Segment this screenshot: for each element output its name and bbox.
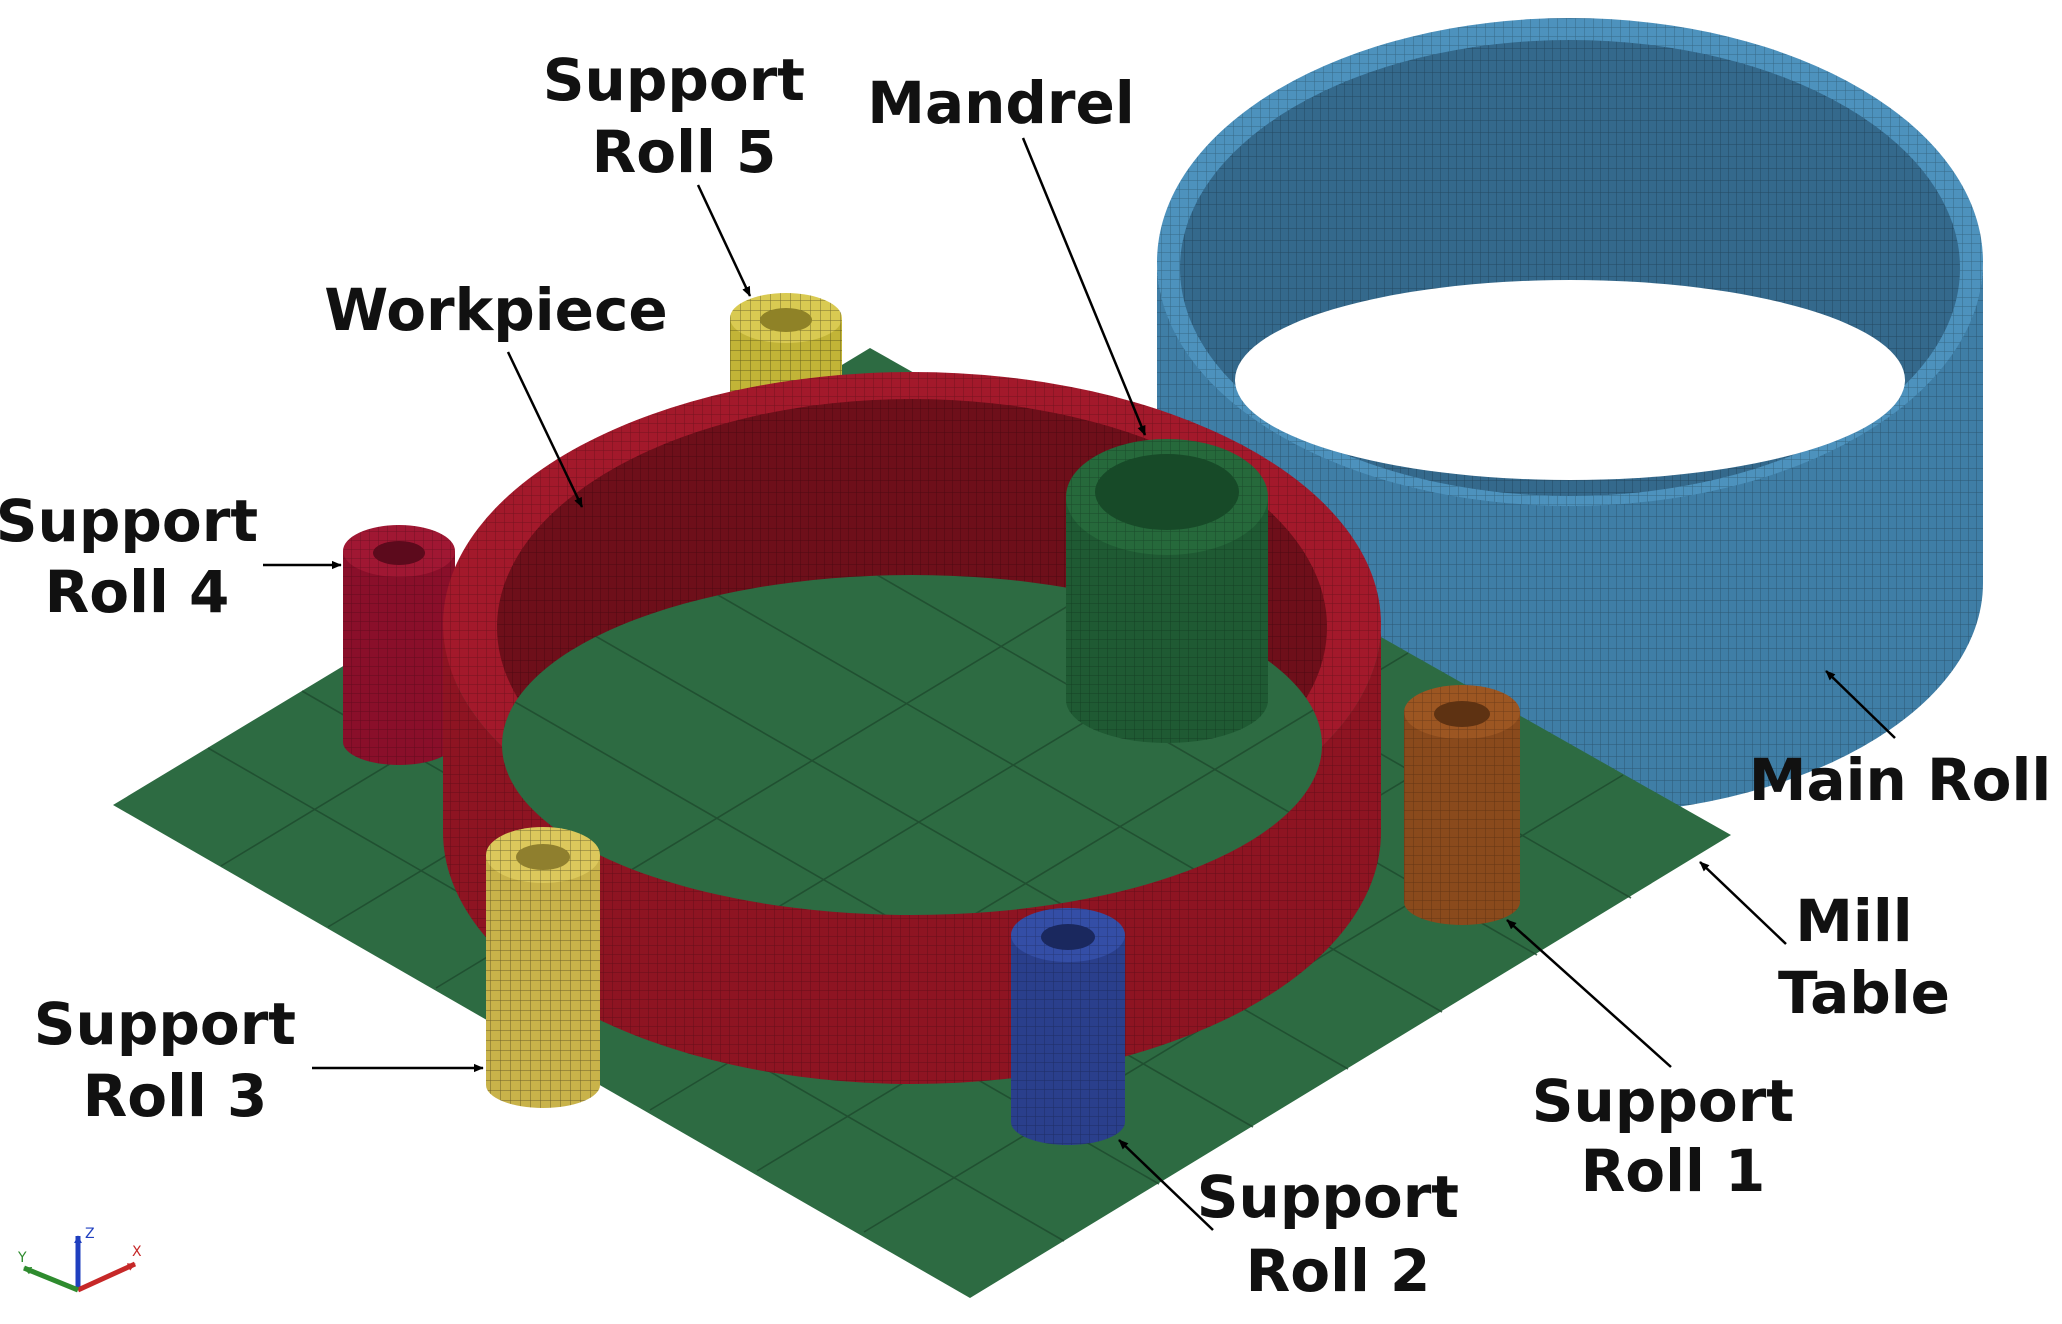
arrow-support-roll-5: [696, 184, 752, 297]
label-line: Roll 1: [1581, 1137, 1766, 1205]
z-axis-label: Z: [85, 1226, 95, 1242]
axis-triad: Z X Y: [17, 1226, 142, 1293]
label-support-roll-5: Support Roll 5: [543, 46, 825, 186]
label-mandrel: Mandrel: [867, 69, 1135, 137]
label-support-roll-4: Support Roll 4: [0, 487, 278, 626]
label-support-roll-3: Support Roll 3: [34, 990, 316, 1130]
label-line: Support: [1532, 1067, 1794, 1135]
label-line: Support: [34, 990, 296, 1058]
support-roll-1: [1404, 685, 1520, 925]
label-line: Roll 4: [45, 558, 230, 626]
label-workpiece: Workpiece: [324, 276, 667, 344]
arrow-workpiece: [506, 351, 584, 508]
label-mill-table: Mill Table: [1778, 887, 1950, 1027]
arrow-mill-table: [1699, 861, 1787, 945]
label-line: Mill: [1795, 887, 1912, 955]
support-roll-3: [486, 827, 600, 1108]
label-line: Support: [1197, 1163, 1459, 1231]
label-line: Support: [0, 487, 258, 555]
main-roll-opening: [1235, 280, 1905, 480]
label-support-roll-2: Support Roll 2: [1197, 1163, 1479, 1305]
label-line: Table: [1778, 959, 1950, 1027]
main-roll: [1157, 18, 1983, 815]
label-line: Roll 5: [592, 118, 777, 186]
support-roll-2: [1011, 908, 1125, 1145]
support-roll-4: [343, 525, 455, 765]
x-axis-label: X: [132, 1244, 142, 1260]
label-support-roll-1: Support Roll 1: [1532, 1067, 1814, 1205]
label-line: Roll 2: [1246, 1237, 1431, 1305]
label-line: Support: [543, 46, 805, 114]
label-line: Roll 3: [83, 1062, 268, 1130]
x-axis-icon: [76, 1261, 137, 1293]
label-main-roll: Main Roll: [1749, 746, 2052, 814]
arrow-main-roll: [1825, 670, 1896, 739]
mandrel: [1066, 439, 1268, 743]
y-axis-icon: [23, 1265, 79, 1293]
y-axis-label: Y: [17, 1250, 27, 1266]
arrow-mandrel: [1021, 137, 1147, 436]
label-line: Workpiece: [324, 276, 667, 344]
label-line: Main Roll: [1749, 746, 2052, 814]
arrow-support-roll-2: [1118, 1139, 1214, 1231]
label-line: Mandrel: [867, 69, 1135, 137]
arrow-support-roll-1: [1506, 919, 1672, 1068]
